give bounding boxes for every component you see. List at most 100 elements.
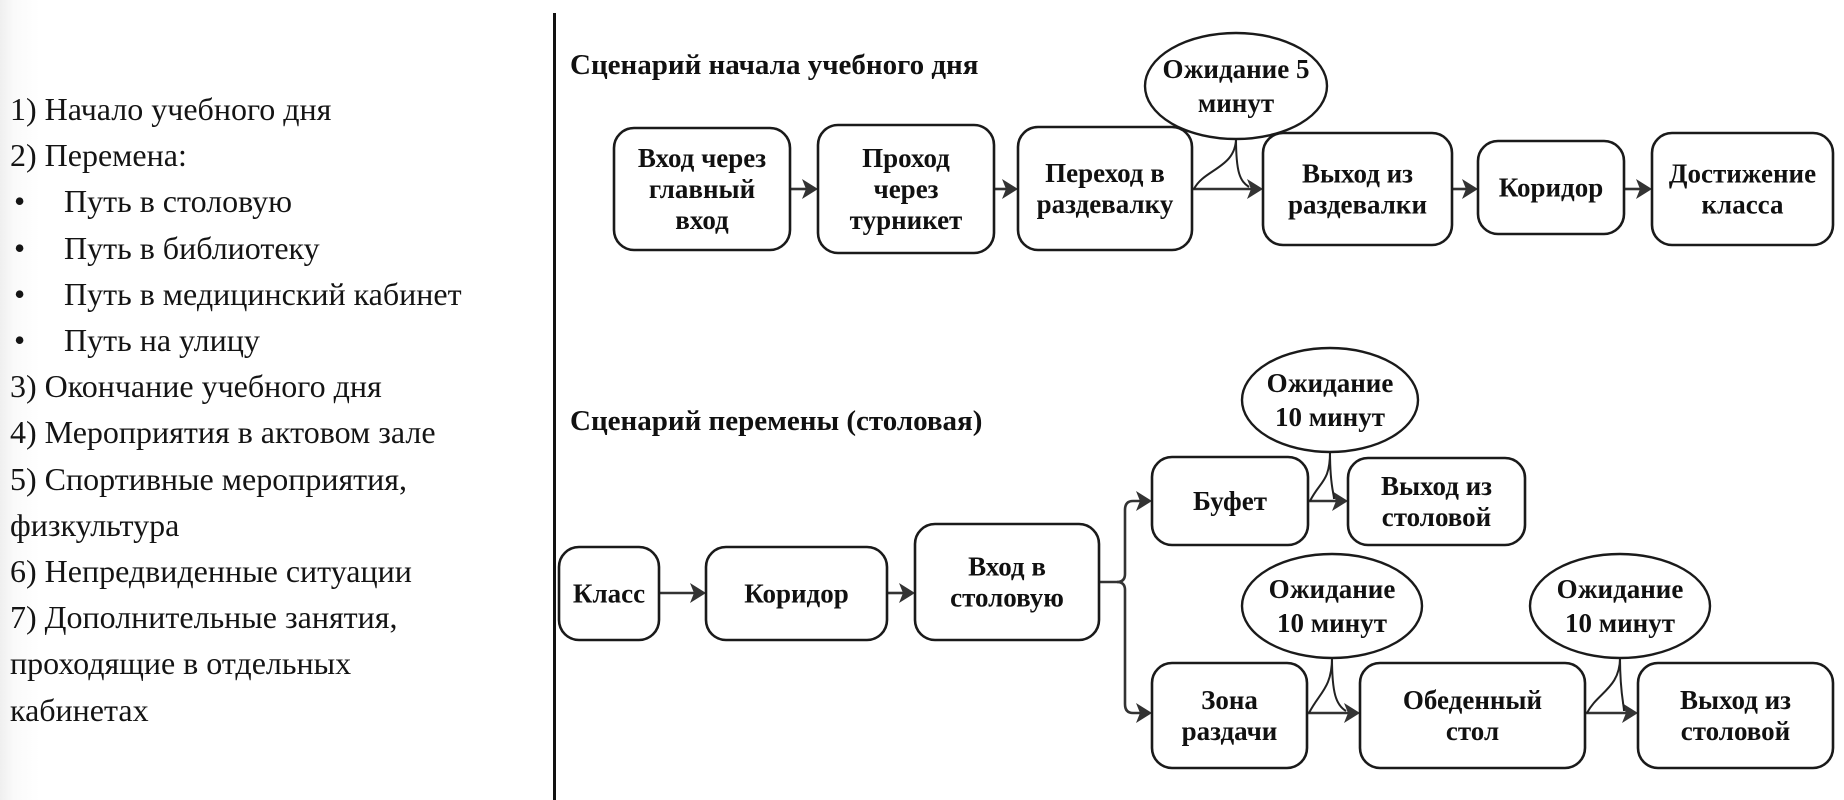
arrow-connector (994, 179, 1018, 199)
list-item: 3) Окончание учебного дня (10, 363, 550, 409)
node-corridor: Коридор (1476, 139, 1626, 236)
list-item-text: кабинетах (10, 691, 149, 728)
node-box (816, 123, 996, 255)
list-item-text: Путь в библиотеку (64, 229, 320, 266)
bullet-icon: • (14, 183, 26, 220)
node-box (1346, 456, 1527, 547)
node-box (1636, 661, 1835, 770)
wait-label: Ожидание (1269, 574, 1396, 604)
node-buffet: Буфет (1150, 455, 1310, 547)
bullet-icon: • (14, 229, 26, 266)
node-label: Класс (573, 579, 645, 609)
node-label: через (873, 174, 938, 204)
list-bullet-item: •Путь в столовую (10, 178, 550, 224)
scenario-start-title: Сценарий начала учебного дня (570, 49, 978, 81)
list-item-text: проходящие в отдельных (10, 645, 352, 682)
wait-label: Ожидание (1557, 574, 1684, 604)
arrow-connector (1307, 703, 1360, 723)
arrow-head-icon (1002, 179, 1018, 199)
wait-label: 10 минут (1565, 608, 1675, 638)
node-label: Достижение (1669, 159, 1816, 189)
node-label: Выход из (1680, 685, 1791, 715)
node-label: турникет (850, 205, 963, 235)
scenario-start-flow: Вход черезглавныйвходПроходчерезтурникет… (612, 31, 1835, 255)
node-box (1650, 131, 1835, 247)
node-label: Переход в (1045, 158, 1165, 188)
node-class: Класс (557, 545, 661, 642)
list-item-text: 7) Дополнительные занятия, (10, 599, 398, 636)
arrow-head-icon (899, 583, 915, 603)
node-label: вход (675, 205, 729, 235)
list-item-text: Путь на улицу (64, 322, 260, 359)
arrow-head-icon (1462, 179, 1478, 199)
list-item-text: физкультура (10, 506, 180, 543)
arrow-connector (1308, 491, 1348, 511)
list-item-text: 1) Начало учебного дня (10, 91, 332, 127)
node-label: Выход из (1302, 159, 1413, 189)
wait-connector (1309, 451, 1335, 502)
scenario-break-title: Сценарий перемены (столовая) (570, 405, 982, 437)
arrow-connector (1192, 179, 1263, 199)
wait-label: 10 минут (1275, 402, 1385, 432)
list-item-text: 4) Мероприятия в актовом зале (10, 414, 436, 451)
arrow-head-icon (1636, 179, 1652, 199)
list-item: 5) Спортивные мероприятия, (10, 456, 550, 502)
list-item-text: 3) Окончание учебного дня (10, 368, 382, 405)
node-label: раздачи (1182, 716, 1278, 746)
node-box (1016, 125, 1194, 252)
wait-connector (1193, 137, 1250, 190)
node-label: главный (649, 174, 755, 204)
wait-label: минут (1198, 88, 1274, 118)
list-item: 2) Перемена: (10, 132, 550, 178)
vertical-divider (553, 13, 556, 800)
arrow-head-icon (1136, 491, 1152, 511)
arrow-connector (887, 583, 915, 603)
arrow-head-icon (1247, 179, 1263, 199)
arrow-connector (790, 179, 818, 199)
node-label: столовой (1382, 502, 1491, 532)
list-bullet-item: •Путь на улицу (10, 317, 550, 363)
node-label: Вход в (968, 552, 1046, 582)
wait-ellipse (1240, 552, 1424, 660)
node-label: Коридор (744, 579, 848, 609)
node-box (704, 545, 889, 642)
arrow-head-icon (1332, 491, 1348, 511)
arrow-connector (1452, 179, 1478, 199)
bullet-icon: • (14, 275, 26, 312)
node-label: столовую (950, 583, 1064, 613)
arrow-head-icon (802, 179, 818, 199)
arrow-connector (1585, 703, 1638, 723)
node-label: Буфет (1193, 486, 1267, 516)
node-label: столовой (1681, 716, 1790, 746)
wait-wait-buffet: Ожидание 10 минут (1240, 346, 1420, 454)
list-item: проходящие в отдельных (10, 640, 550, 686)
arrow-head-icon (690, 583, 706, 603)
wait-ellipse (1240, 346, 1420, 454)
node-box (1476, 139, 1626, 236)
wait-label: 10 минут (1277, 608, 1387, 638)
wait-wait-table: Ожидание 10 минут (1528, 552, 1712, 660)
node-label: класса (1701, 190, 1784, 220)
wait-label: Ожидание (1267, 368, 1394, 398)
list-item: 4) Мероприятия в актовом зале (10, 409, 550, 455)
list-item-text: Путь в медицинский кабинет (64, 275, 462, 312)
wait-connector (1586, 657, 1625, 714)
arrow-head-icon (1622, 703, 1638, 723)
node-label: Обеденный (1403, 685, 1542, 715)
arrow-connector (1624, 179, 1652, 199)
wait-ellipse (1528, 552, 1712, 660)
node-label: Проход (862, 143, 950, 173)
wait-wait-serving: Ожидание 10 минут (1240, 552, 1424, 660)
node-box (1358, 661, 1587, 770)
list-item: 1) Начало учебного дня (10, 86, 550, 132)
node-box (1150, 661, 1309, 770)
arrow-connector (659, 583, 706, 603)
node-box (1150, 455, 1310, 547)
